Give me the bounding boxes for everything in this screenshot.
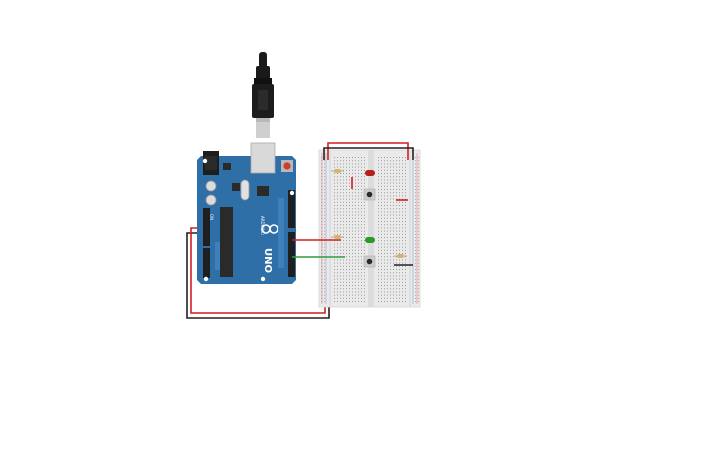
resistor-3[interactable] — [394, 254, 407, 258]
led-red[interactable] — [365, 170, 375, 176]
brand-label: ARDUINO — [260, 216, 265, 235]
pushbutton-1[interactable] — [363, 188, 376, 201]
analog-header — [203, 248, 210, 278]
usb-port — [250, 142, 276, 174]
crystal — [240, 179, 250, 201]
on-label: ON — [209, 214, 214, 220]
capacitor — [205, 180, 217, 192]
pushbutton-2[interactable] — [363, 255, 376, 268]
atmega-chip — [220, 207, 233, 277]
power-header — [203, 208, 210, 246]
wire-rail-black-top[interactable] — [323, 147, 414, 160]
resistor-2[interactable] — [331, 235, 344, 239]
arduino-uno-board[interactable]: ARDUINO UNO ON — [197, 142, 296, 284]
resistor-1[interactable] — [331, 169, 344, 173]
model-label: UNO — [262, 248, 273, 273]
usb-cable[interactable] — [252, 52, 274, 138]
led-green[interactable] — [365, 237, 375, 243]
wire-rail-red-top[interactable] — [327, 142, 409, 160]
digital-header — [288, 190, 295, 228]
